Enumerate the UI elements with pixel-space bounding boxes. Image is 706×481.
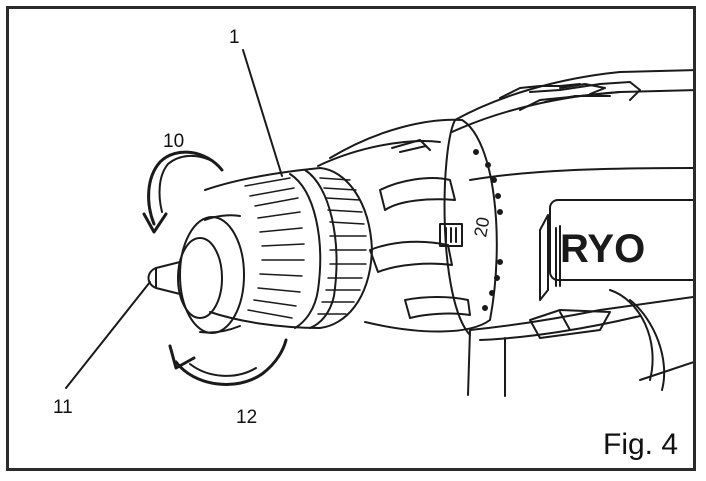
drill-housing [443, 69, 693, 397]
figure-frame [6, 6, 696, 471]
callout-1: 1 [229, 27, 240, 48]
torque-scale-number: 20 [470, 215, 493, 238]
rotation-arrow-12 [168, 338, 288, 386]
torque-collar [317, 118, 503, 333]
brand-text: RYO [560, 227, 645, 271]
figure-label: Fig. 4 [603, 428, 679, 461]
keyless-chuck [147, 167, 373, 334]
callout-11: 11 [53, 397, 73, 418]
callout-12: 12 [236, 407, 258, 428]
callout-10: 10 [163, 131, 185, 152]
rotation-arrow-10 [142, 150, 224, 234]
